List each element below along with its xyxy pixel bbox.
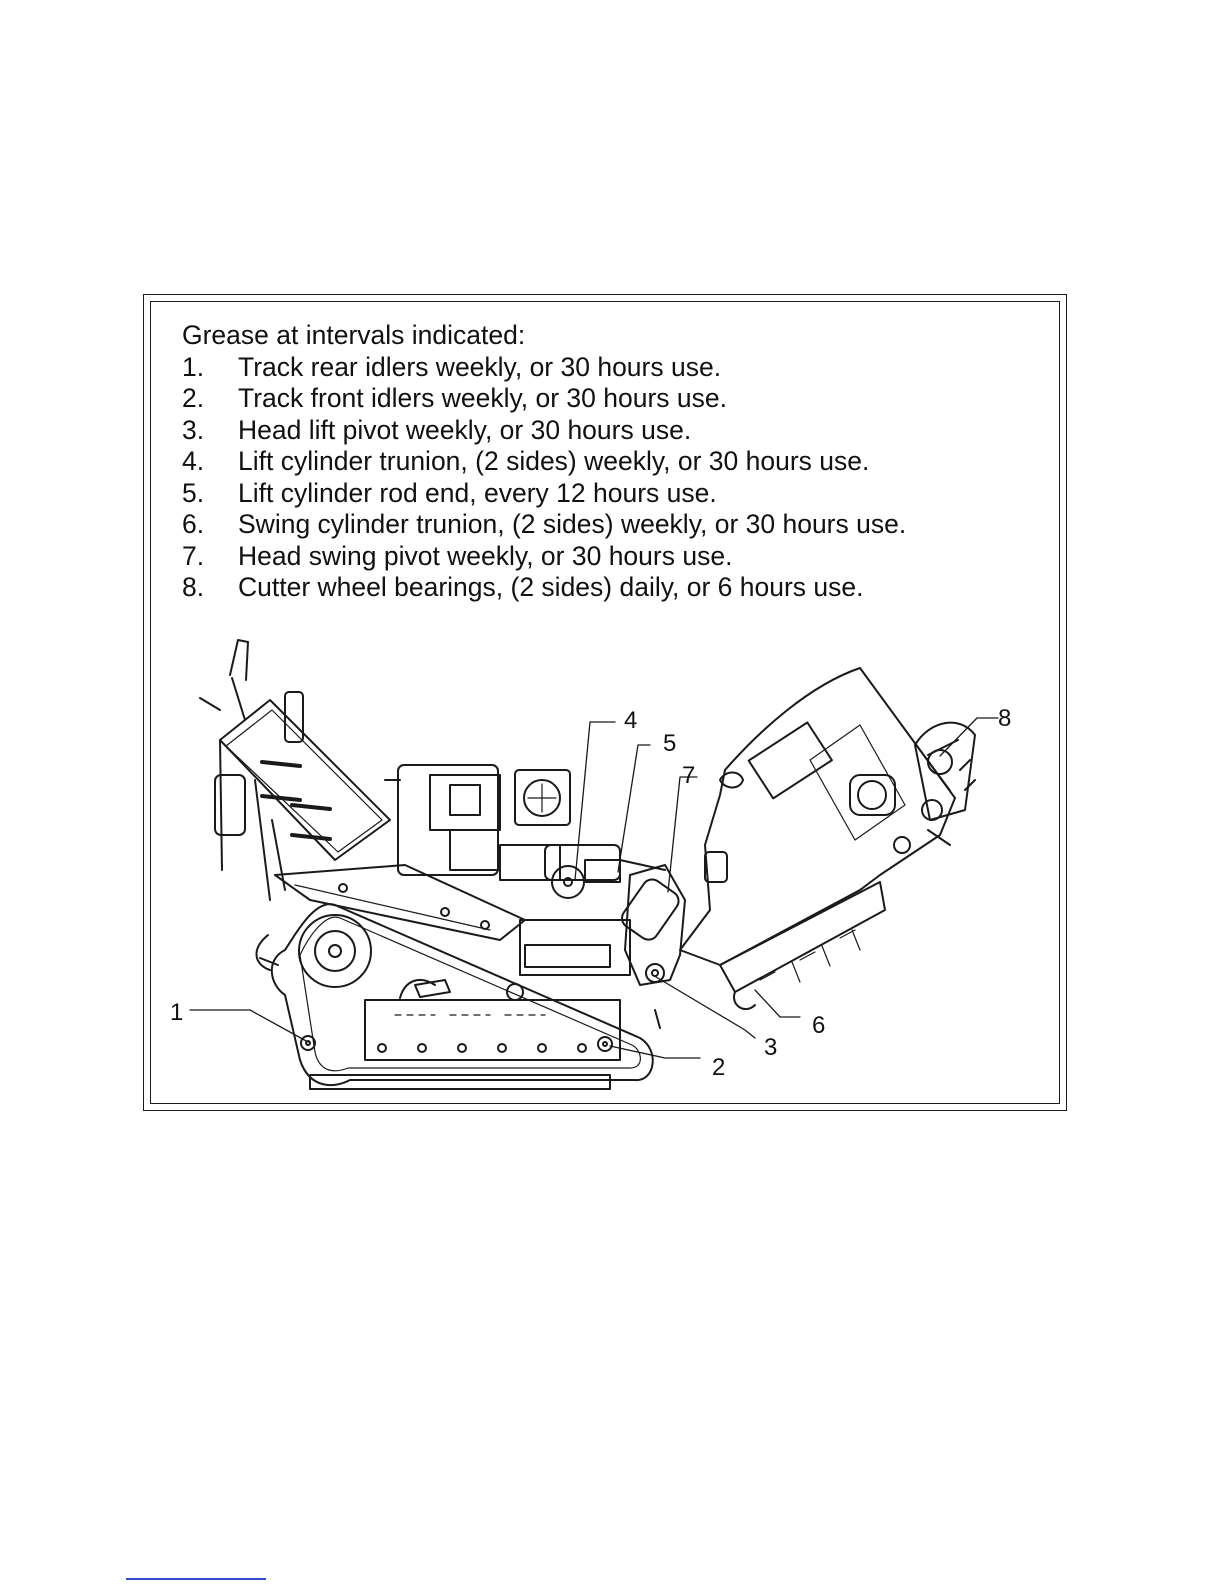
- callout-7: 7: [682, 762, 695, 789]
- footer-underline: [126, 1578, 266, 1580]
- head-swing-assembly: [621, 851, 728, 1029]
- grease-steps-list: 1. Track rear idlers weekly, or 30 hours …: [182, 352, 1052, 604]
- figure-frame-outer: [143, 294, 1067, 1111]
- callout-numbers: 1 2 3 4 5 6 7 8: [170, 705, 1011, 1081]
- callout-2: 2: [712, 1054, 725, 1081]
- callout-3: 3: [764, 1034, 777, 1061]
- grease-instructions: Grease at intervals indicated: 1. Track r…: [182, 320, 1052, 604]
- grease-step-1: 1. Track rear idlers weekly, or 30 hours …: [182, 352, 1052, 384]
- grease-step-4: 4. Lift cylinder trunion, (2 sides) weekl…: [182, 446, 1052, 478]
- callout-5: 5: [663, 730, 676, 757]
- step-text: Lift cylinder trunion, (2 sides) weekly,…: [238, 446, 870, 476]
- step-text: Lift cylinder rod end, every 12 hours us…: [238, 477, 717, 508]
- step-text: Track front idlers weekly, or 30 hours u…: [238, 383, 727, 413]
- main-boom: [274, 864, 526, 941]
- step-text: Head swing pivot weekly, or 30 hours use…: [238, 540, 733, 571]
- operator-handle: [199, 639, 391, 901]
- step-number: 1.: [182, 351, 205, 382]
- trencher-diagram: 1 2 3 4 5 6 7 8: [170, 639, 1011, 1090]
- step-text: Track rear idlers weekly, or 30 hours us…: [238, 351, 722, 382]
- step-number: 4.: [182, 446, 205, 476]
- step-number: 7.: [182, 540, 205, 571]
- callout-leaders: [189, 717, 999, 1059]
- callout-6: 6: [812, 1012, 825, 1039]
- grease-step-5: 5. Lift cylinder rod end, every 12 hours …: [182, 478, 1052, 510]
- step-text: Cutter wheel bearings, (2 sides) daily, …: [238, 572, 864, 602]
- step-number: 5.: [182, 477, 205, 508]
- callout-8: 8: [998, 705, 1011, 732]
- grease-step-2: 2. Track front idlers weekly, or 30 hours…: [182, 383, 1052, 415]
- cutting-boom: [679, 667, 956, 1011]
- step-number: 3.: [182, 414, 205, 445]
- step-text: Head lift pivot weekly, or 30 hours use.: [238, 414, 692, 445]
- lift-cylinder: [544, 844, 666, 899]
- grease-step-3: 3. Head lift pivot weekly, or 30 hours us…: [182, 415, 1052, 447]
- grease-step-7: 7. Head swing pivot weekly, or 30 hours u…: [182, 541, 1052, 573]
- step-number: 6.: [182, 509, 205, 539]
- callout-1: 1: [170, 999, 183, 1026]
- track-assembly: [255, 903, 654, 1090]
- step-number: 8.: [182, 572, 205, 602]
- instructions-heading: Grease at intervals indicated:: [182, 320, 526, 350]
- cutter-wheel: [893, 721, 976, 854]
- figure-frame-inner: [150, 301, 1060, 1104]
- grease-step-6: 6. Swing cylinder trunion, (2 sides) week…: [182, 509, 1052, 541]
- grease-step-8: 8. Cutter wheel bearings, (2 sides) daily…: [182, 572, 1052, 604]
- engine: [384, 764, 571, 881]
- step-number: 2.: [182, 383, 205, 413]
- step-text: Swing cylinder trunion, (2 sides) weekly…: [238, 509, 907, 539]
- callout-4: 4: [624, 707, 637, 734]
